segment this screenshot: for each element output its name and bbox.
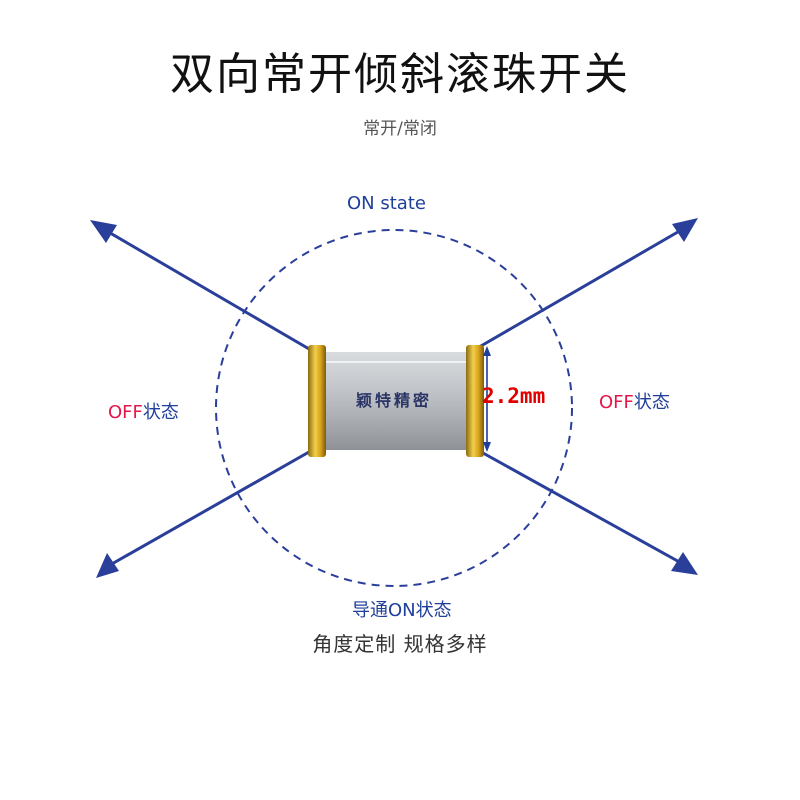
right-gold-cap (466, 345, 484, 457)
off-left-en: OFF (108, 402, 143, 423)
off-right-en: OFF (599, 392, 634, 413)
off-left-cn: 状态 (142, 402, 179, 423)
arrow-upper-right (473, 218, 698, 352)
arrow-lower-left (96, 446, 317, 578)
left-gold-cap (308, 345, 326, 457)
arrow-upper-left (90, 220, 317, 355)
off-right-cn: 状态 (633, 392, 670, 413)
page-title: 双向常开倾斜滚珠开关 (170, 49, 630, 100)
off-state-right: OFF状态 (599, 388, 670, 414)
on-conduction-label: 导通ON状态 (352, 600, 452, 621)
off-state-left: OFF状态 (108, 398, 179, 424)
page-subtitle: 常开/常闭 (363, 119, 437, 139)
on-state-label: ON state (347, 193, 426, 214)
brand-label: 颖特精密 (355, 391, 432, 410)
on-range-circle (215, 229, 573, 587)
dimension-marker (483, 346, 491, 452)
dimension-label: 2.2mm (482, 384, 546, 408)
arrow-lower-right (473, 446, 698, 575)
caption: 角度定制 规格多样 (312, 632, 488, 656)
tilt-switch-body (308, 345, 484, 457)
